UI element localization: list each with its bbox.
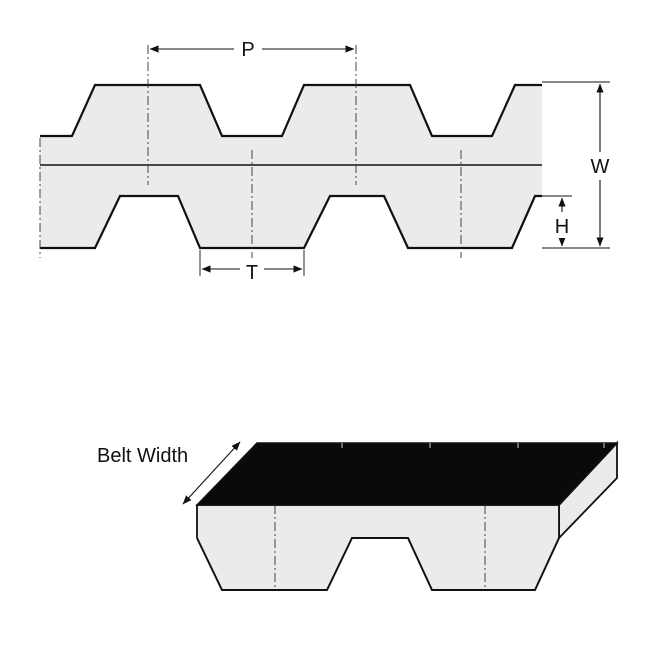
pitch-label: P	[241, 39, 254, 61]
belt-front-teeth-outline	[196, 537, 560, 591]
bottom-teeth-outline	[40, 194, 542, 250]
height-dimension: H	[540, 195, 573, 247]
tooth-dimension: T	[199, 250, 305, 284]
height-label: H	[555, 216, 569, 238]
pitch-dimension: P	[149, 36, 355, 62]
front-center-lines	[274, 505, 486, 590]
belt-side-profile: P W H T	[39, 36, 614, 284]
belt-top-face	[195, 442, 619, 506]
center-lines	[39, 45, 462, 260]
belt-width-dimension: Belt Width	[97, 441, 241, 505]
belt-body	[40, 85, 542, 248]
width-dimension: W	[542, 81, 614, 249]
belt-width-label: Belt Width	[97, 445, 188, 467]
width-label: W	[591, 156, 610, 178]
top-face-ticks	[341, 443, 605, 448]
belt-front-face	[197, 505, 559, 590]
top-teeth-outline	[40, 83, 542, 138]
tooth-label: T	[246, 262, 258, 284]
belt-3d-section: Belt Width	[97, 440, 619, 591]
